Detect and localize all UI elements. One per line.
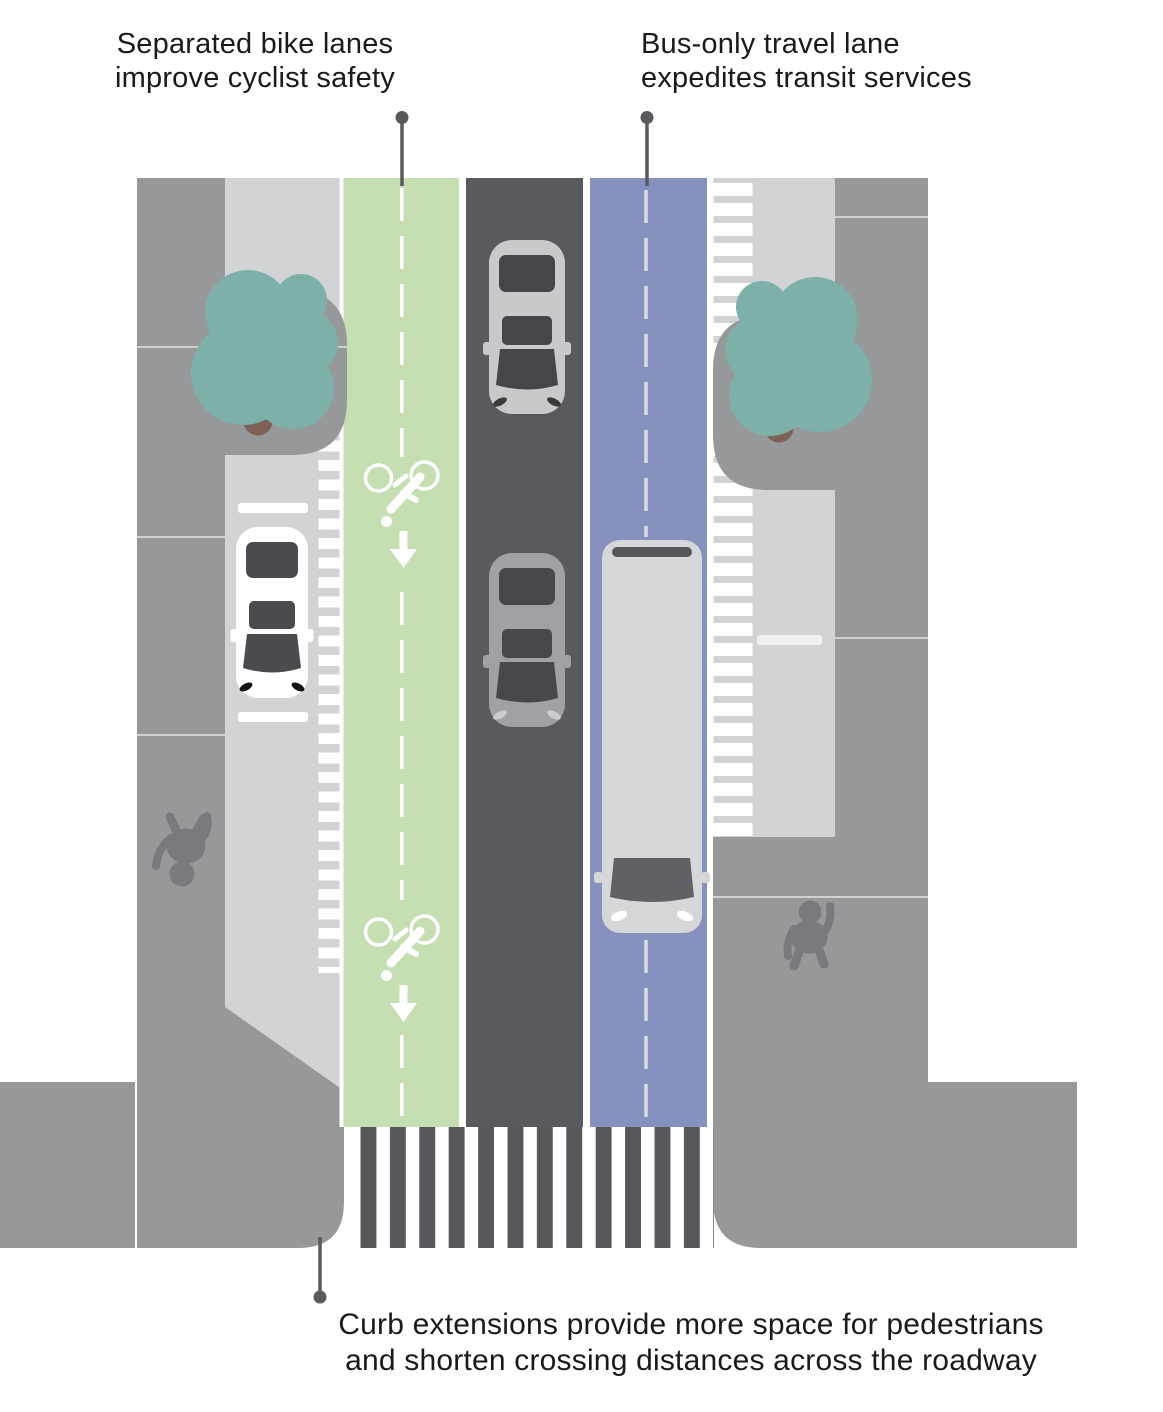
annotation-line: Separated bike lanes	[116, 28, 394, 60]
annotation-curb-extensions: Curb extensions provide more space for p…	[313, 1307, 1069, 1379]
bike-symbol-lower	[363, 914, 440, 1022]
pointer-curb-extension	[313, 1237, 327, 1304]
bike-arrow-icon	[390, 531, 417, 568]
tree-left	[191, 270, 338, 436]
pointer-dot	[640, 111, 654, 124]
corner-block-left	[0, 1082, 135, 1248]
crosswalk	[347, 1127, 714, 1248]
annotation-bus-lane: Bus-only travel lane expedites transit s…	[641, 27, 972, 95]
buffer-hatch-right	[713, 183, 753, 837]
parking-surface-right	[752, 178, 835, 837]
pointer-bus-lane	[640, 111, 654, 186]
curb-extension-left	[225, 1005, 344, 1248]
annotation-line: and shorten crossing distances across th…	[345, 1344, 1037, 1377]
annotation-line: Bus-only travel lane	[641, 28, 900, 60]
pointer-dot	[395, 111, 409, 124]
tree-canopy	[191, 270, 338, 429]
pedestrian-right	[783, 900, 835, 971]
bus-roof-bar	[612, 547, 692, 557]
tree-canopy	[725, 277, 872, 436]
bus-body	[602, 540, 702, 933]
crosswalk-stripes	[347, 1127, 714, 1248]
lane-line	[459, 178, 466, 1127]
bus-windshield	[610, 858, 694, 902]
annotation-line: improve cyclist safety	[115, 62, 395, 94]
annotation-line: expedites transit services	[641, 62, 972, 94]
pointer-dot	[313, 1290, 327, 1304]
pointer-bike-lane	[395, 111, 409, 186]
tree-right	[725, 277, 872, 443]
sidewalk-joints	[137, 216, 928, 898]
bike-symbol-upper	[363, 460, 440, 568]
curb-extension-right	[713, 837, 928, 1248]
pedestrian-left	[152, 812, 212, 887]
bike-arrow-icon	[390, 985, 417, 1022]
bus	[594, 540, 710, 933]
car-travel-lane-lower	[483, 553, 571, 727]
parking-stall-lines	[238, 503, 822, 722]
lane-line	[707, 178, 714, 1127]
corner-block-right	[928, 1082, 1077, 1248]
annotation-line: Curb extensions provide more space for p…	[338, 1308, 1044, 1341]
lane-line	[339, 178, 344, 1127]
parking-lane-right	[713, 178, 835, 837]
buffer-hatch-left	[318, 421, 343, 973]
lane-line	[583, 178, 590, 1127]
car-travel-lane-upper	[483, 240, 571, 414]
annotation-bike-lanes: Separated bike lanes improve cyclist saf…	[98, 27, 412, 95]
parked-car	[230, 527, 314, 698]
